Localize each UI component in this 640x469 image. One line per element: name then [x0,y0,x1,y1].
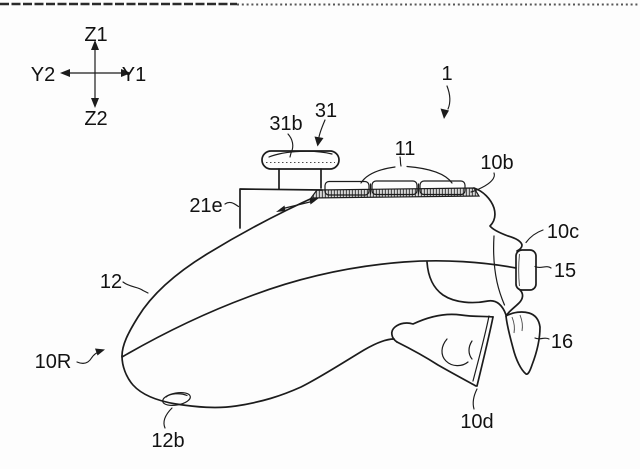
grip-knuckle-arc [441,338,469,367]
axis-arrow-right-icon [121,69,131,77]
ref-label-16: 16 [551,331,573,353]
ref-16: 16 [534,331,573,353]
ref-label-10R: 10R [35,351,72,373]
bottom-hole [162,392,191,406]
housing-upper-left-outline [121,194,320,357]
ref-10b: 10b [470,152,514,193]
ref-label-12b: 12b [151,430,184,452]
slide-direction-arrow [276,198,319,212]
grip-front-edge-outer [476,316,494,387]
ref-label-10c: 10c [547,221,579,243]
ref-10c: 10c [525,221,579,244]
grip-front-edge-inner [472,315,490,382]
stick-cap [261,150,340,170]
grip-wave-crest [391,313,494,343]
rear-button-15 [515,249,537,291]
ref-label-1: 1 [441,63,452,85]
ref-16-leader [534,337,550,340]
axis-label-y1: Y1 [122,64,146,86]
trigger-16 [505,311,541,375]
page-top-border [0,2,640,6]
ref-11: 11 [360,138,453,184]
top-buttons [324,180,466,196]
ref-label-11: 11 [395,138,416,160]
ref-31b: 31b [269,113,303,158]
ref-12: 12 [100,271,149,294]
top-surface-band [309,187,481,199]
ref-12-leader [122,281,149,294]
rear-upper-outline [473,187,523,252]
ref-label-10d: 10d [460,411,493,433]
trigger-16-shading [511,314,523,334]
ref-12b: 12b [151,407,185,452]
stick-cap-dome-line [268,150,333,158]
ref-31-arrowhead-icon [314,136,324,147]
ref-31-arrow-line [318,119,326,138]
controller-drawing [121,150,541,409]
ref-12b-leader [163,407,173,429]
ref-10c-leader [525,229,544,244]
housing-seam-line [121,259,517,358]
rail-block [239,188,323,229]
ref-21e-leader [224,201,240,208]
ref-31: 31 [314,100,337,147]
top-button-3 [419,180,466,196]
ref-11-brace [360,156,453,184]
axis-label-z2: Z2 [84,108,107,130]
grip-knuckle-arc-2 [468,340,473,360]
slide-arrow-shaft [280,200,315,210]
bottom-hole-inner-arc [165,393,188,398]
ref-10d-leader [472,388,478,410]
ref-1-arrow-line [446,85,451,110]
ref-21e: 21e [189,195,240,217]
ref-label-10b: 10b [480,152,513,174]
ref-10b-leader [470,172,495,193]
rear-button-15-shading [518,253,520,287]
housing-bottom-outline [121,338,395,409]
rear-column-inner-edge [493,235,506,306]
ref-1-arrowhead-icon [440,108,449,119]
ref-15-leader [534,265,552,269]
axis-indicator: Z1 Z2 Y2 Y1 [31,24,146,130]
ref-10d: 10d [460,388,494,433]
axis-label-z1: Z1 [84,24,107,46]
grip-underside [396,341,477,387]
ref-label-31b: 31b [269,113,302,135]
ref-31b-leader [287,133,294,158]
axis-label-y2: Y2 [31,64,55,86]
ref-label-31: 31 [315,100,337,122]
top-button-2 [371,180,418,196]
ref-label-21e: 21e [189,195,222,217]
slide-arrow-right-head-icon [309,198,319,205]
axis-arrow-up-icon [91,40,99,50]
ref-10R-arrowhead-icon [95,348,105,356]
ref-10R-leader [76,351,100,364]
slide-arrow-left-head-icon [276,205,286,212]
reference-annotations: 1 31b 31 11 10b 21e 10c [35,63,579,452]
ref-label-12: 12 [100,271,122,293]
ref-1: 1 [440,63,453,119]
analog-stick [261,150,340,190]
rear-edge-below-button [505,289,524,317]
axis-arrow-down-icon [91,98,99,108]
grip-upper-ledge [426,261,507,316]
top-button-1 [324,180,370,196]
bottom-hole-ellipse [162,392,191,406]
ref-10R: 10R [35,348,105,373]
axis-arrow-left-icon [60,69,70,77]
ref-label-15: 15 [554,260,576,282]
ref-15: 15 [534,260,576,282]
